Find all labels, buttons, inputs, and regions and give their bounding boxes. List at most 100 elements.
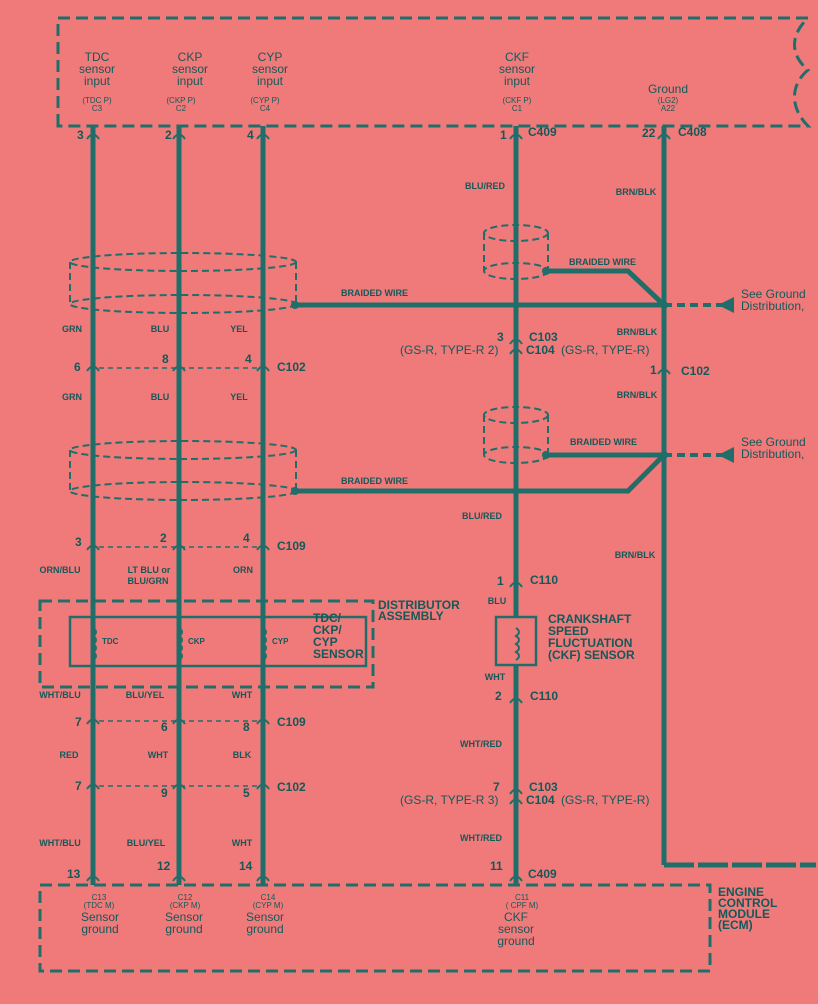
sensor-box bbox=[68, 615, 368, 668]
ground-splice-1 bbox=[660, 301, 668, 309]
wire-label-grn: GRN bbox=[62, 324, 82, 334]
pin-c109b-1: 7 bbox=[75, 715, 82, 729]
shield-1 bbox=[69, 252, 297, 314]
connector-tick-side-9 bbox=[657, 368, 671, 375]
ckf-conn: C409 bbox=[528, 125, 557, 139]
connector-tick-side-8 bbox=[657, 133, 671, 140]
connector-tick-1-0 bbox=[86, 544, 100, 551]
connector-tick-side-5 bbox=[509, 788, 523, 795]
ckf-cav: C1 bbox=[512, 104, 523, 113]
wire-label-blk: BLK bbox=[233, 750, 252, 760]
connector-tick-0-1 bbox=[172, 365, 186, 372]
ecm-bottom-box bbox=[38, 883, 712, 973]
c104-note: (GS-R, TYPE-R) bbox=[561, 343, 649, 357]
wire-label-wht-blu: WHT/BLU bbox=[39, 690, 81, 700]
c104-note-b: (GS-R, TYPE-R) bbox=[561, 793, 649, 807]
ckf-pin: (CKF P) bbox=[503, 96, 532, 105]
braided-wire-label-2: BRAIDED WIRE bbox=[341, 476, 408, 486]
wire-label-wht-ckf: WHT bbox=[485, 672, 506, 682]
connector-tick-1-1 bbox=[172, 544, 186, 551]
connector-tick-3-1 bbox=[172, 783, 186, 790]
connector-tick-side-6 bbox=[509, 798, 523, 805]
wire-label-brn-blk-4: BRN/BLK bbox=[615, 550, 656, 560]
conn-c104a: C104 bbox=[526, 343, 555, 357]
wire-label-wht-3: WHT bbox=[232, 838, 253, 848]
wire-label-yel-2: YEL bbox=[230, 392, 248, 402]
pin-c102b-3: 5 bbox=[243, 786, 250, 800]
wire-label-blu-2: BLU bbox=[151, 392, 170, 402]
wire-label-brn-blk-2: BRN/BLK bbox=[617, 327, 658, 337]
wire-braid-2 bbox=[296, 453, 666, 494]
cyp-cav: C4 bbox=[260, 104, 271, 113]
wire-label-blu-yel: BLU/YEL bbox=[126, 690, 165, 700]
pin-c102b-1: 7 bbox=[75, 779, 82, 793]
conn-c102a: C102 bbox=[277, 360, 306, 374]
conn-c409b: C409 bbox=[528, 867, 557, 881]
shield-ckf-2 bbox=[483, 406, 549, 464]
connector-tick-side-0 bbox=[509, 133, 523, 140]
pin-c102a-2: 8 bbox=[162, 352, 169, 366]
pin-c409b-1: 13 bbox=[67, 867, 81, 881]
pin-c110b: 2 bbox=[495, 689, 502, 703]
pin-c110a: 1 bbox=[497, 574, 504, 588]
pin-c109b-3: 8 bbox=[243, 720, 250, 734]
wire-label-orn: ORN bbox=[233, 565, 253, 575]
connector-tick-top-1 bbox=[172, 133, 186, 140]
ground-num: 22 bbox=[642, 126, 656, 140]
conn-c109a: C109 bbox=[277, 539, 306, 553]
connector-tick-side-4 bbox=[509, 697, 523, 704]
connector-tick-bottom-1 bbox=[172, 875, 186, 882]
ground-label: Ground bbox=[648, 82, 688, 96]
ckp-cav: C2 bbox=[176, 104, 187, 113]
ckf-sensor-box bbox=[494, 615, 538, 667]
c103-note: (GS-R, TYPE-R 2) bbox=[400, 343, 498, 357]
conn-c103a: C103 bbox=[529, 330, 558, 344]
wire-label-blu-3: BLU bbox=[488, 596, 507, 606]
connector-tick-3-0 bbox=[86, 783, 100, 790]
connector-tick-2-2 bbox=[256, 718, 270, 725]
cyp-pin: (CYP P) bbox=[250, 96, 280, 105]
ckf-num: 1 bbox=[500, 128, 507, 142]
ckp-pin: (CKP P) bbox=[166, 96, 196, 105]
conn-c110a: C110 bbox=[530, 573, 558, 587]
connector-tick-2-0 bbox=[86, 718, 100, 725]
connector-tick-top-0 bbox=[86, 133, 100, 140]
wire-braid-ckf-1 bbox=[546, 268, 666, 307]
pin-c102b-2: 9 bbox=[161, 786, 168, 800]
connector-tick-top-2 bbox=[256, 133, 270, 140]
pin-c409c: 11 bbox=[490, 859, 503, 873]
pin-c109a-1: 3 bbox=[75, 535, 82, 549]
wire-label-lt-blu: LT BLU or bbox=[128, 565, 171, 575]
ckp-num: 2 bbox=[165, 128, 172, 142]
conn-c109b: C109 bbox=[277, 715, 306, 729]
cyp-num: 4 bbox=[247, 128, 254, 142]
connector-tick-0-2 bbox=[256, 365, 270, 372]
pin-c409b-2: 12 bbox=[157, 859, 171, 873]
tdc-cav: C3 bbox=[92, 104, 103, 113]
coil-label-tdc: TDC bbox=[102, 637, 119, 646]
pin-c109b-2: 6 bbox=[161, 720, 168, 734]
pin-c109a-2: 2 bbox=[160, 531, 167, 545]
shield-2 bbox=[69, 440, 297, 501]
wire-label-wht-red-2: WHT/RED bbox=[460, 833, 502, 843]
wire-label-wht-2: WHT bbox=[148, 750, 169, 760]
wire-label-brn-blk-3: BRN/BLK bbox=[617, 390, 658, 400]
wire-label-yel: YEL bbox=[230, 324, 248, 334]
tdc-num: 3 bbox=[77, 128, 84, 142]
ecm-ckf-cav: C11 bbox=[515, 893, 530, 902]
conn-c103b: C103 bbox=[529, 780, 558, 794]
ecm-ckf-pin: ( CPF M) bbox=[506, 901, 539, 910]
ground-arrow-1 bbox=[718, 297, 734, 313]
ecm-tdc-pin: (TDC M) bbox=[84, 901, 115, 910]
braided-wire-label-ckf-2: BRAIDED WIRE bbox=[570, 437, 637, 447]
connector-tick-3-2 bbox=[256, 783, 270, 790]
